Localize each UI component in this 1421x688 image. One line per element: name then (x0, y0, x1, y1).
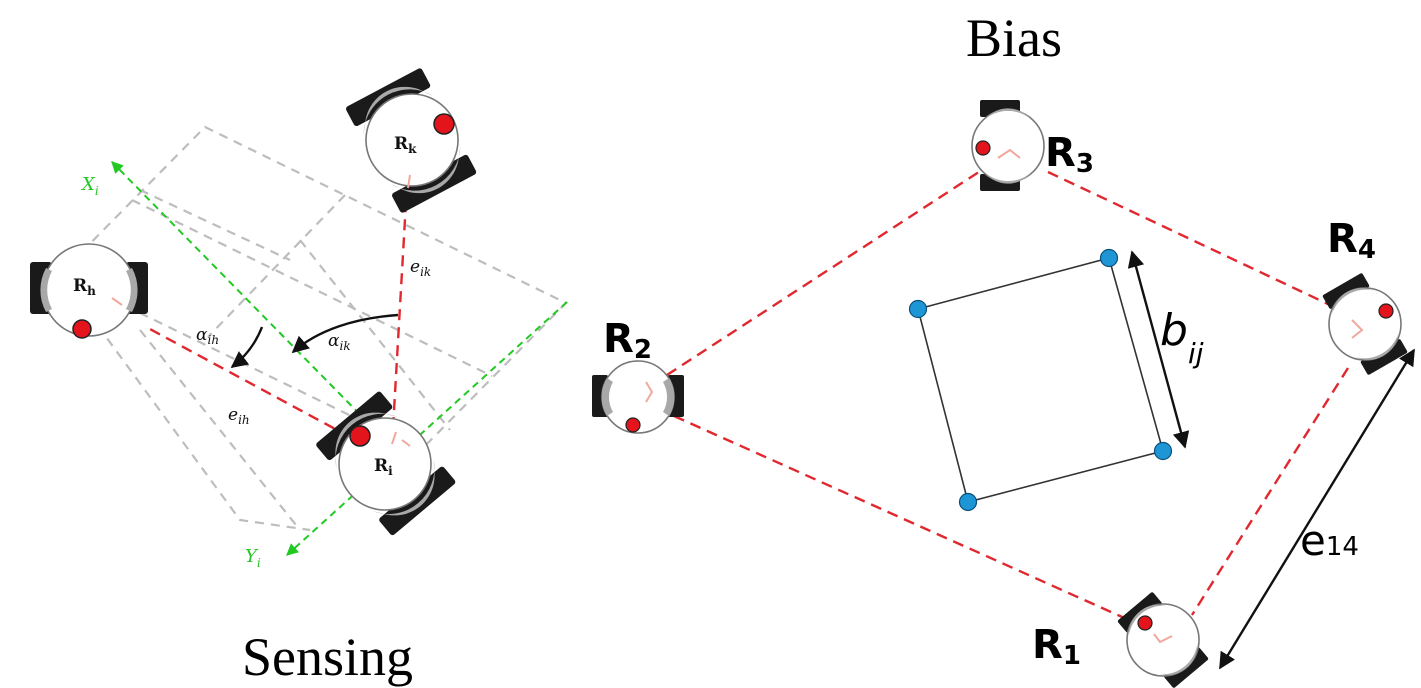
robot-i-label: Ri (374, 456, 393, 478)
robot-r4: R4 (1322, 216, 1408, 375)
robot-r4-label: R4 (1327, 216, 1376, 265)
robot-r2-marker (625, 417, 641, 433)
edge-2-1 (673, 414, 1141, 627)
edge-2-3 (666, 164, 989, 377)
bias-title: Bias (966, 8, 1062, 68)
label-e-ik: eik (410, 257, 431, 279)
square-vertex (908, 299, 928, 319)
robot-h-label: Rh (73, 276, 96, 298)
bias-square (908, 248, 1173, 512)
robot-h-marker (72, 319, 92, 339)
b-ij-arrow (1127, 250, 1190, 449)
robot-r1: R1 (1032, 592, 1209, 688)
label-alpha-ik: αik (328, 331, 351, 353)
robot-r3-marker (975, 140, 991, 156)
edge-3-4 (1047, 170, 1331, 307)
robot-i-frame (111, 161, 568, 556)
robot-r4-marker (1378, 303, 1394, 319)
robot-k: Rk (346, 68, 477, 213)
x-axis-line (111, 161, 386, 441)
bias-panel: Bias bij e14 R (592, 8, 1416, 688)
bias-edges (666, 164, 1350, 627)
label-e-ih: eih (228, 405, 250, 427)
edge-4-1 (1190, 367, 1350, 616)
robot-r3: R3 (971, 100, 1094, 191)
x-axis-label: Xi (80, 174, 99, 198)
label-e-14: e14 (1300, 516, 1359, 565)
robot-i: Ri (316, 391, 456, 536)
sensing-edges (147, 201, 408, 439)
label-alpha-ih: αih (196, 325, 219, 347)
robot-r2: R2 (592, 316, 684, 434)
robot-k-label: Rk (394, 134, 417, 156)
robot-i-marker (349, 425, 371, 447)
robot-r2-label: R2 (603, 316, 652, 365)
robot-h: Rh (30, 243, 148, 339)
robot-r1-marker (1137, 615, 1153, 631)
alpha-ih-arc (230, 326, 264, 369)
sensing-panel: Xi Yi eik αik αih eih Rk (30, 68, 568, 687)
sensing-title: Sensing (242, 627, 413, 687)
y-axis-label: Yi (245, 546, 261, 570)
alpha-ik-arc (291, 313, 399, 354)
y-axis-line (286, 301, 568, 556)
robot-k-marker (433, 113, 455, 135)
robot-r1-label: R1 (1032, 622, 1081, 671)
square-vertex (958, 492, 978, 512)
square-vertex (1153, 441, 1173, 461)
label-b-ij: bij (1160, 305, 1204, 370)
square-vertex (1099, 248, 1119, 268)
edge-i-h (147, 326, 351, 439)
edge-i-k (391, 201, 408, 429)
robot-r3-label: R3 (1045, 130, 1094, 179)
e-14-arrow (1218, 348, 1416, 670)
